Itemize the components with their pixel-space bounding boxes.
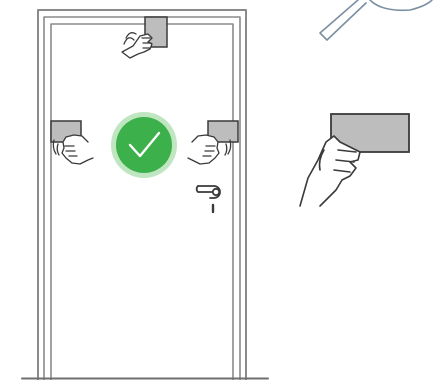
right-card-reader	[188, 121, 238, 164]
door-handle-icon	[197, 186, 220, 212]
door-leaf	[51, 24, 233, 380]
large-card-reader	[300, 114, 409, 206]
status-badge	[116, 117, 172, 173]
left-card-reader	[51, 121, 93, 164]
top-card-reader	[122, 17, 167, 58]
status-indicator	[111, 112, 177, 178]
hand-icon	[122, 33, 152, 58]
magnifier-icon	[320, 0, 432, 40]
door-icon	[22, 10, 268, 380]
